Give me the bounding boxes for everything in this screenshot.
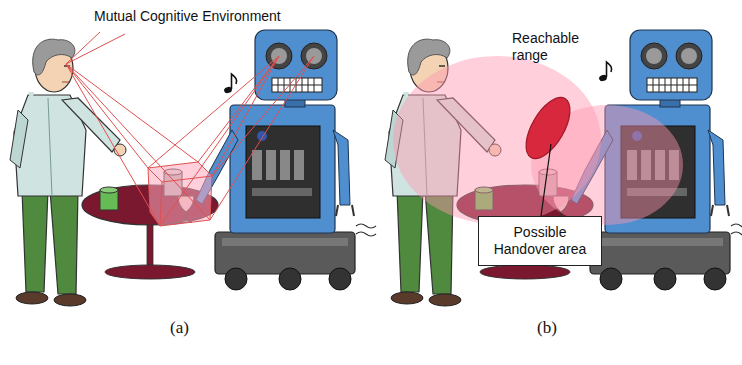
panel-caption: (a) <box>170 318 189 338</box>
panel-a <box>10 30 376 306</box>
callout-label: Mutual Cognitive Environment <box>94 8 281 25</box>
callout-box: Possible Handover area <box>478 216 602 266</box>
panel-b <box>385 30 742 306</box>
callout-label: Reachable range <box>512 30 588 64</box>
panel-caption: (b) <box>537 318 557 338</box>
box-text: Possible Handover area <box>485 224 595 259</box>
